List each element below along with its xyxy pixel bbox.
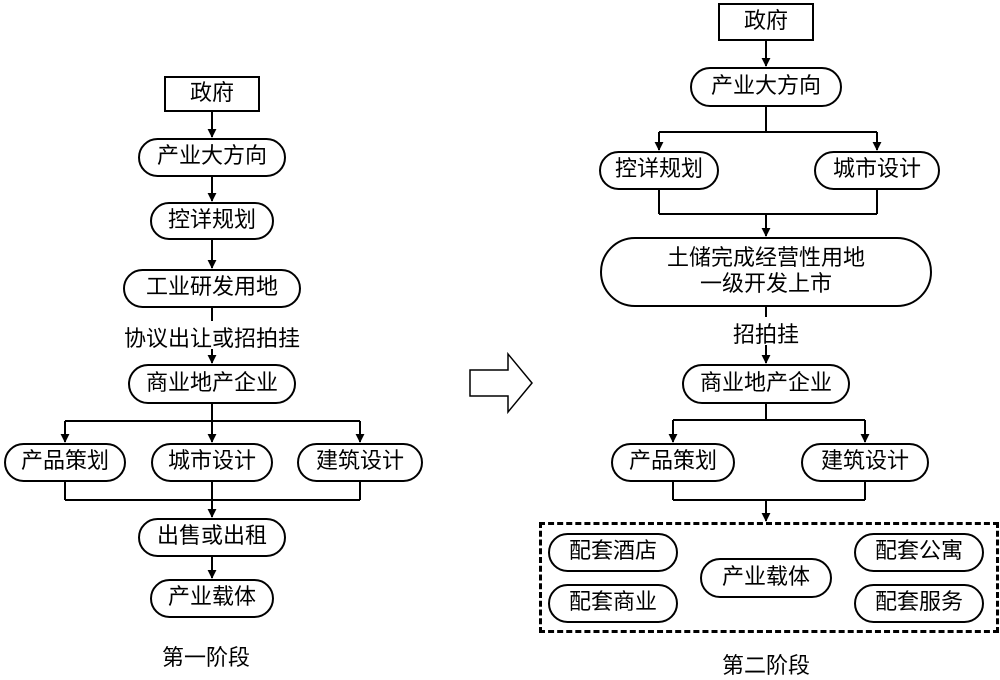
node-label: 配套公寓 — [874, 539, 963, 565]
stage2-land-listing-node: 土储完成经营性用地 一级开发上市 — [600, 237, 932, 307]
node-label: 配套服务 — [874, 590, 963, 616]
stage2-apartment-node: 配套公寓 — [854, 533, 984, 572]
stage1-transfer-method-label: 协议出让或招拍挂 — [123, 327, 300, 352]
stage2-auction-label: 招拍挂 — [732, 323, 799, 348]
node-label: 配套商业 — [568, 590, 657, 616]
stage2-product-planning-node: 产品策划 — [611, 443, 735, 482]
node-label: 产品策划 — [628, 449, 717, 475]
stage-transition-arrow — [469, 351, 533, 415]
node-label: 商业地产企业 — [699, 370, 832, 396]
node-label: 城市设计 — [832, 157, 921, 183]
node-label-line-1: 土储完成经营性用地 — [666, 245, 865, 271]
node-label: 商业地产企业 — [145, 370, 278, 396]
stage1-industry-direction-node: 产业大方向 — [138, 138, 286, 177]
node-label: 产业大方向 — [710, 73, 821, 99]
stage2-services-node: 配套服务 — [854, 584, 984, 623]
node-label: 建筑设计 — [315, 449, 404, 475]
node-label: 产品策划 — [20, 449, 109, 475]
stage2-government-node: 政府 — [718, 3, 814, 41]
node-label: 出售或出租 — [156, 524, 267, 550]
stage1-real-estate-company-node: 商业地产企业 — [128, 364, 296, 404]
node-label: 产业载体 — [167, 585, 256, 611]
stage2-caption: 第二阶段 — [722, 654, 811, 679]
stage1-government-node: 政府 — [164, 76, 260, 112]
stage1-detailed-planning-node: 控详规划 — [150, 202, 274, 240]
node-label: 城市设计 — [167, 449, 256, 475]
node-label: 产业大方向 — [156, 144, 267, 170]
stage2-real-estate-company-node: 商业地产企业 — [682, 364, 850, 404]
stage2-commerce-node: 配套商业 — [548, 584, 678, 623]
stage2-urban-design-node: 城市设计 — [814, 151, 940, 190]
node-label: 建筑设计 — [820, 449, 909, 475]
node-label: 政府 — [189, 80, 234, 106]
node-label-line-2: 一级开发上市 — [699, 272, 832, 297]
stage2-architectural-design-node: 建筑设计 — [801, 443, 929, 482]
stage2-supporting-facilities-group — [539, 522, 999, 633]
stage2-industry-direction-node: 产业大方向 — [690, 67, 842, 107]
stage1-sale-or-lease-node: 出售或出租 — [138, 518, 286, 557]
stage2-industrial-carrier-node: 产业载体 — [700, 558, 832, 598]
stage1-urban-design-node: 城市设计 — [151, 443, 273, 482]
node-label: 控详规划 — [614, 157, 703, 183]
node-label: 配套酒店 — [568, 539, 657, 565]
stage1-caption: 第一阶段 — [162, 646, 251, 671]
node-label: 工业研发用地 — [145, 275, 278, 301]
stage2-detailed-planning-node: 控详规划 — [599, 151, 719, 190]
stage1-product-planning-node: 产品策划 — [4, 443, 126, 482]
stage1-architectural-design-node: 建筑设计 — [297, 443, 423, 482]
node-label: 控详规划 — [167, 207, 256, 233]
stage2-hotel-node: 配套酒店 — [548, 533, 678, 572]
node-label: 产业载体 — [721, 564, 810, 590]
node-label: 政府 — [743, 8, 788, 34]
stage1-industrial-carrier-node: 产业载体 — [150, 579, 274, 618]
stage1-industrial-rd-land-node: 工业研发用地 — [123, 269, 301, 308]
